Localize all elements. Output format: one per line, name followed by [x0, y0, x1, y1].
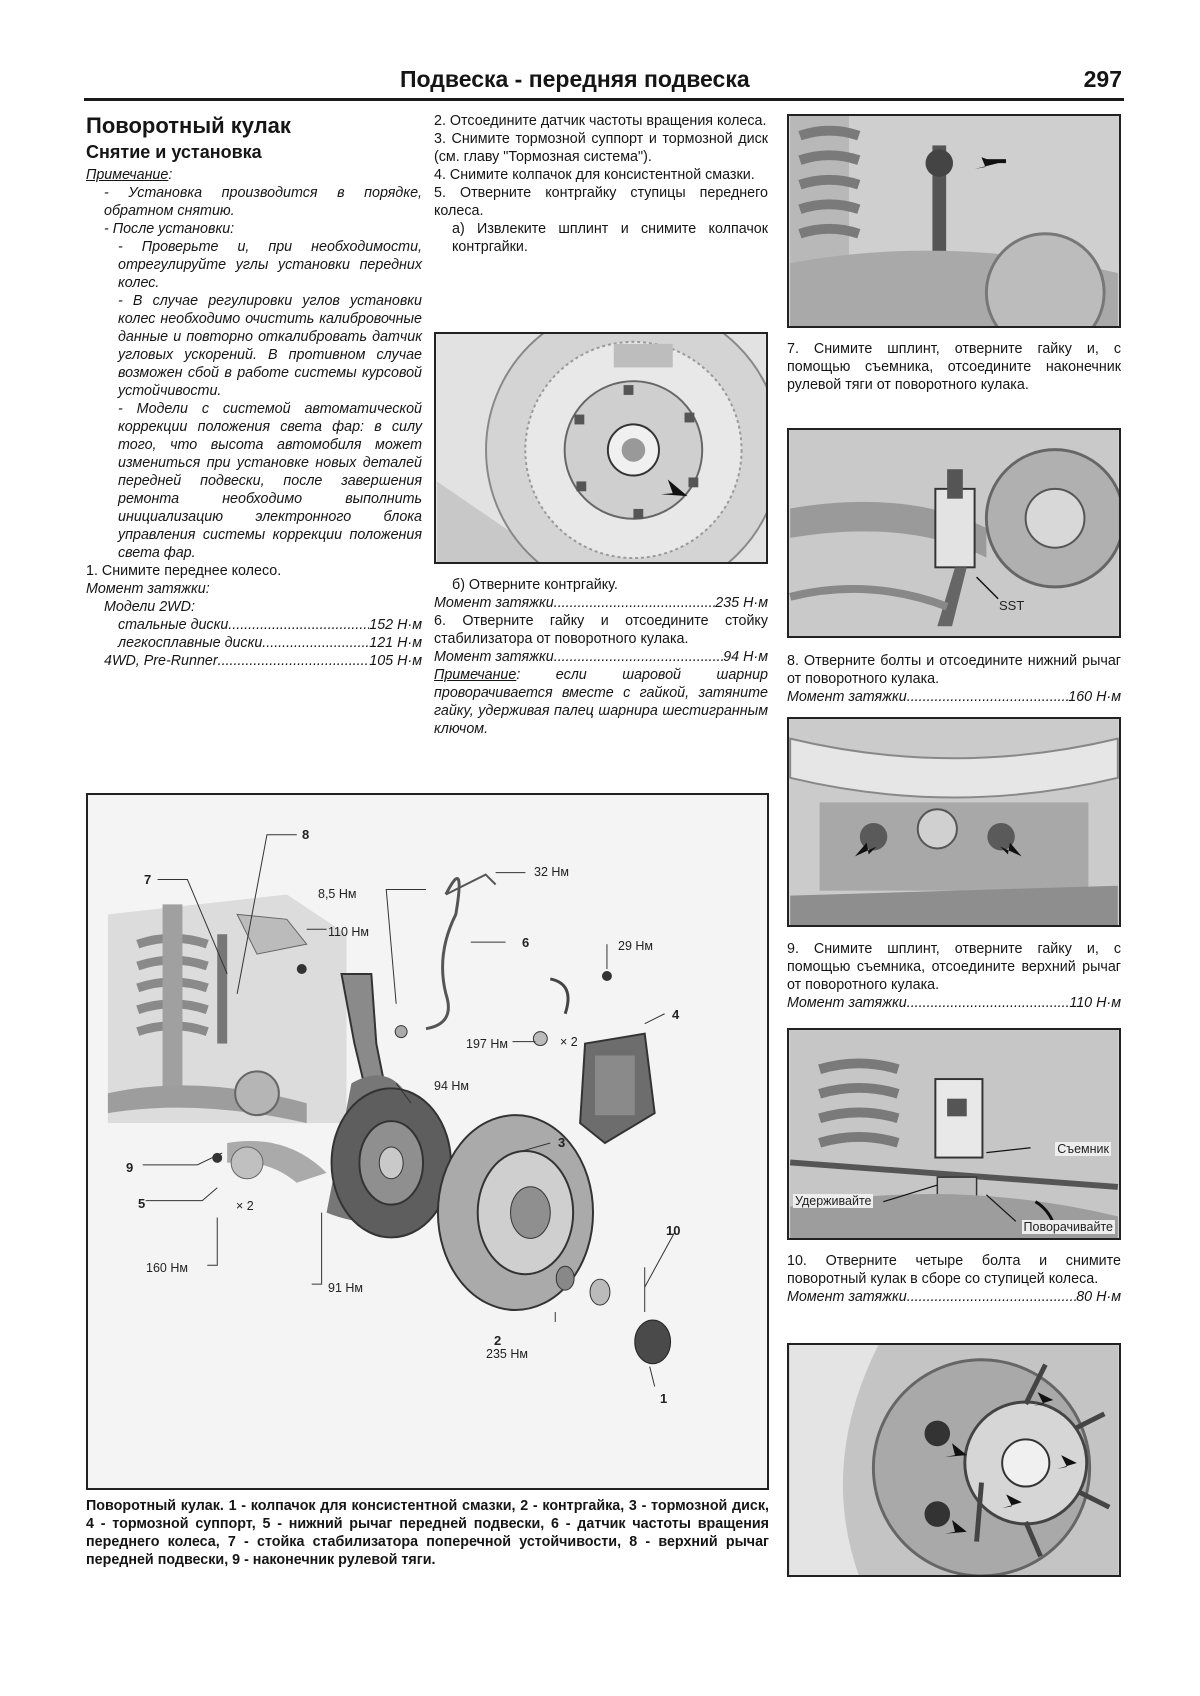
section-title: Поворотный кулак [86, 113, 291, 138]
photo-knuckle-hub [787, 1343, 1121, 1577]
torque-alloy: легкосплавные диски121 Н·м [86, 634, 422, 652]
multiplier-x2-lower: × 2 [236, 1199, 254, 1213]
torque-hub-nut: Момент затяжки235 Н·м [434, 594, 768, 612]
note-install-order: - Установка производится в порядке, обра… [104, 185, 422, 219]
step-5a: а) Извлеките шплинт и снимите колпачок к… [452, 221, 768, 255]
multiplier-x2-caliper: × 2 [560, 1035, 578, 1049]
part-8: 8 [302, 827, 310, 842]
torque-4wd: 4WD, Pre-Runner105 Н·м [86, 652, 422, 670]
torque-29: 29 Нм [618, 939, 653, 953]
step-5b: б) Отверните контргайку. [452, 577, 618, 593]
torque-8-5: 8,5 Нм [318, 887, 357, 901]
section-subtitle: Снятие и установка [86, 142, 262, 162]
step-2: 2. Отсоедините датчик частоты вращения к… [434, 113, 767, 129]
step-4: 4. Снимите колпачок для консистентной см… [434, 167, 755, 183]
part-1: 1 [660, 1391, 668, 1406]
right-step-8: 8. Отверните болты и отсоедините нижний … [787, 652, 1121, 706]
photo-stabilizer-link [787, 114, 1121, 328]
step-9: 9. Снимите шплинт, отверните гайку и, с … [787, 941, 1121, 993]
photo-hub-nut [434, 332, 768, 564]
step-6: 6. Отверните гайку и отсоедините стойку … [434, 613, 768, 647]
part-10: 10 [666, 1223, 681, 1238]
torque-235: 235 Нм [486, 1347, 528, 1361]
part-2: 2 [494, 1333, 502, 1348]
photo-tie-rod: SST [787, 428, 1121, 638]
step-5: 5. Отверните контргайку ступицы переднег… [434, 185, 768, 219]
torque-197: 197 Нм [466, 1037, 508, 1051]
torque-91: 91 Нм [328, 1281, 363, 1295]
exploded-diagram: 8,5 Нм 32 Нм 110 Нм 29 Нм 197 Нм × 2 94 … [86, 793, 769, 1490]
models-2wd: Модели 2WD: [104, 599, 195, 615]
page-header-title: Подвеска - передняя подвеска [400, 66, 750, 92]
torque-32: 32 Нм [534, 865, 569, 879]
step-3: 3. Снимите тормозной суппорт и тормозной… [434, 131, 768, 165]
torque-knuckle: Момент затяжки80 Н·м [787, 1288, 1121, 1306]
part-3: 3 [558, 1135, 566, 1150]
torque-110: 110 Нм [328, 925, 370, 939]
note-label: Примечание [86, 167, 169, 183]
page-number: 297 [1083, 66, 1122, 92]
photo-upper-arm-puller: Съемник Удерживайте Поворачивайте [787, 1028, 1121, 1240]
note-ball-joint: Примечание: если шаровой шарнир проворач… [434, 667, 768, 737]
right-step-10: 10. Отверните четыре болта и снимите пов… [787, 1252, 1121, 1306]
torque-steel: стальные диски152 Н·м [86, 616, 422, 634]
torque-160: 160 Нм [146, 1261, 188, 1275]
torque-label: Момент затяжки: [86, 581, 210, 597]
step-7: 7. Снимите шплинт, отверните гайку и, с … [787, 341, 1121, 393]
part-9: 9 [126, 1160, 134, 1175]
note-calibration: - В случае регулировки углов установки к… [118, 293, 422, 399]
photo-lower-arm-bolts [787, 717, 1121, 927]
step-10: 10. Отверните четыре болта и снимите пов… [787, 1253, 1121, 1287]
note-headlight: - Модели с системой автоматической корре… [118, 401, 422, 561]
torque-upper-arm: Момент затяжки110 Н·м [787, 994, 1121, 1012]
step-8: 8. Отверните болты и отсоедините нижний … [787, 653, 1121, 687]
hold-label: Удерживайте [793, 1194, 874, 1208]
note-after-install: - После установки: [104, 221, 235, 237]
turn-label: Поворачивайте [1021, 1220, 1115, 1234]
puller-label: Съемник [1055, 1142, 1111, 1156]
note-alignment: - Проверьте и, при необходимости, отрегу… [118, 239, 422, 291]
right-step-9: 9. Снимите шплинт, отверните гайку и, с … [787, 940, 1121, 1012]
middle-column-lower: б) Отверните контргайку. Момент затяжки2… [434, 576, 768, 738]
left-column: Поворотный кулак Снятие и установка Прим… [86, 112, 422, 670]
torque-stabilizer: Момент затяжки94 Н·м [434, 648, 768, 666]
sst-label: SST [999, 598, 1025, 613]
header-rule [84, 98, 1124, 101]
part-7: 7 [144, 872, 152, 887]
diagram-caption: Поворотный кулак. 1 - колпачок для конси… [86, 1498, 769, 1568]
part-4: 4 [672, 1007, 680, 1022]
torque-94: 94 Нм [434, 1079, 469, 1093]
torque-lower-arm: Момент затяжки160 Н·м [787, 688, 1121, 706]
middle-column: 2. Отсоедините датчик частоты вращения к… [434, 112, 768, 256]
step-1: 1. Снимите переднее колесо. [86, 563, 282, 579]
part-6: 6 [522, 935, 530, 950]
right-step-7: 7. Снимите шплинт, отверните гайку и, с … [787, 340, 1121, 394]
part-5: 5 [138, 1196, 146, 1211]
